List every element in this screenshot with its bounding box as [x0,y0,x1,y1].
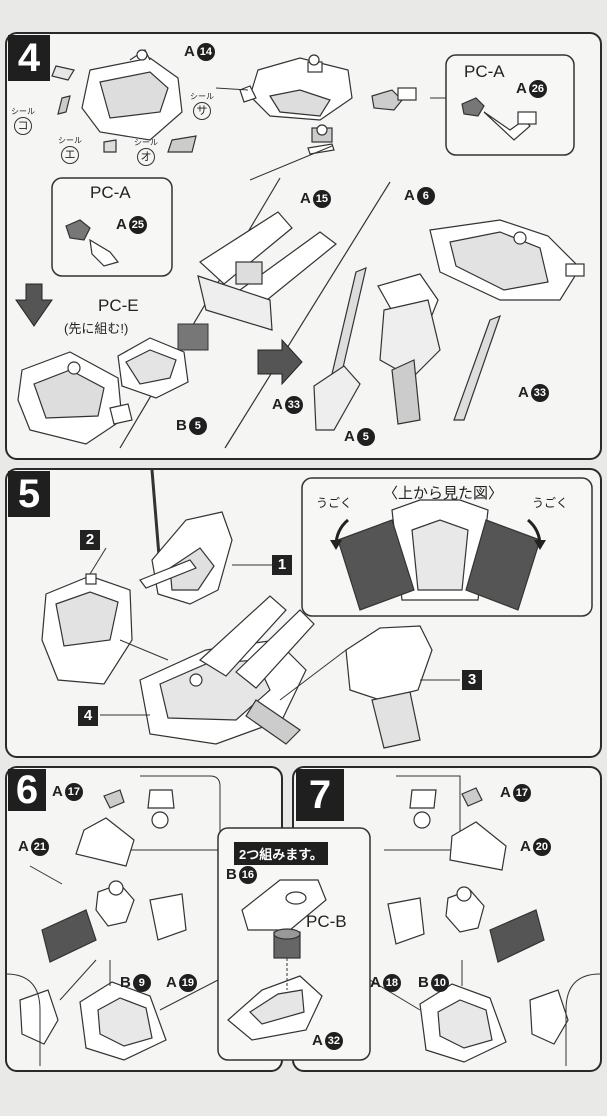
label-6-a21-letter: A [18,838,29,855]
label-7-b10-number: 10 [430,974,449,993]
label-pc-a-top: PC-A [464,62,505,81]
label-7-a18-letter: A [370,974,381,991]
label-7-b10-letter: B [418,974,429,991]
seal-ko-char: コ [14,117,32,135]
label-6-b9-number: 9 [132,974,151,993]
seal-e-word: シール [58,136,82,145]
label-7-b16-number: 16 [238,866,257,885]
label-7-a20-letter: A [520,838,531,855]
label-a15-number: 15 [312,190,331,209]
seal-o: シールオ [134,138,158,166]
label-a6-letter: A [404,187,415,204]
label-a26-number: 26 [528,80,547,99]
seal-e-char: エ [61,146,79,164]
part-tag-1: 1 [272,555,292,575]
move-label-left: うごく [316,496,353,510]
label-pc-e: PC-E [98,296,139,315]
label-a14-number: 14 [196,43,215,62]
label-a6-number: 6 [416,187,435,206]
label-6-a17-letter: A [52,783,63,800]
seal-ko-word: シール [11,107,35,116]
top-view-title: 〈上から見た図〉 [383,485,504,502]
label-pc-a-left: PC-A [90,183,131,202]
label-6-a19-number: 19 [178,974,197,993]
label-7-b16-letter: B [226,866,237,883]
label-a33-right-number: 33 [530,384,549,403]
label-a33-left-letter: A [272,396,283,413]
seal-ko: シールコ [11,107,35,135]
seal-sa-char: サ [193,102,211,120]
label-a5-letter: A [344,428,355,445]
label-b5-number: 5 [188,417,207,436]
label-7-a20-number: 20 [532,838,551,857]
label-6-a17-number: 17 [64,783,83,802]
part-tag-2: 2 [80,530,100,550]
seal-o-word: シール [134,138,158,147]
label-a33-left-number: 33 [284,396,303,415]
label-a25-number: 25 [128,216,147,235]
label-6-b9-letter: B [120,974,131,991]
seal-o-char: オ [137,148,155,166]
step-7-number: 7 [296,769,344,821]
step-5-number: 5 [8,471,50,517]
label-a33-right-letter: A [518,384,529,401]
label-6-a19-letter: A [166,974,177,991]
seal-e: シールエ [58,136,82,164]
part-tag-3: 3 [462,670,482,690]
label-7-a17-letter: A [500,784,511,801]
move-label-right: うごく [532,496,569,510]
label-a26-letter: A [516,80,527,97]
label-a25-letter: A [116,216,127,233]
label-7-a18-number: 18 [382,974,401,993]
pc-e-note: (先に組む!) [64,321,129,336]
label-7-a32-number: 32 [324,1032,343,1051]
label-7-a17-number: 17 [512,784,531,803]
label-pc-b: PC-B [306,912,347,931]
part-tag-4: 4 [78,706,98,726]
label-6-a21-number: 21 [30,838,49,857]
label-b5-letter: B [176,417,187,434]
step-4-number: 4 [8,35,50,81]
seal-sa-word: シール [190,92,214,101]
assemble-two-banner: 2つ組みます。 [234,842,328,865]
label-a5-number: 5 [356,428,375,447]
label-a14-letter: A [184,43,195,60]
label-7-a32-letter: A [312,1032,323,1049]
seal-sa: シールサ [190,92,214,120]
label-a15-letter: A [300,190,311,207]
step-6-number: 6 [8,769,46,811]
